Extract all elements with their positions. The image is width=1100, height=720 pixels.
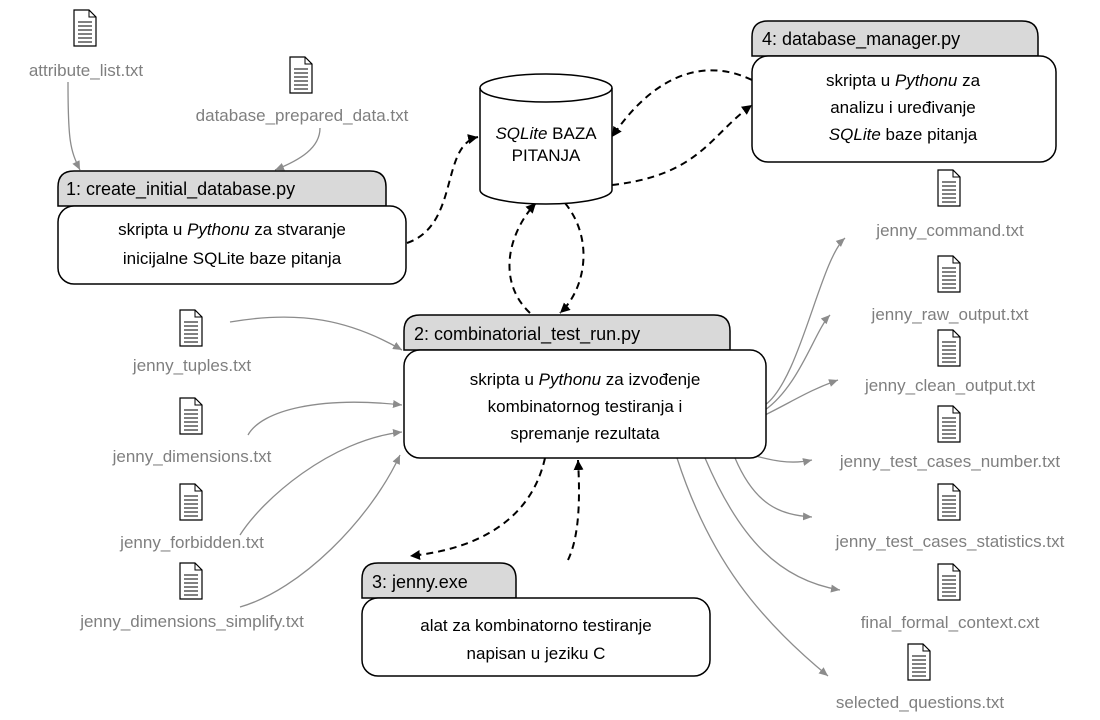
file-jenny-dimensions-simplify: jenny_dimensions_simplify.txt xyxy=(79,562,304,631)
combinatorial-test-run-desc-line2: kombinatornog testiranja i xyxy=(488,397,683,416)
document-icon xyxy=(179,309,203,347)
file-jenny-command: jenny_command.txt xyxy=(875,169,1024,240)
create-initial-database-box: 1: create_initial_database.py skripta u … xyxy=(57,170,407,285)
file-jenny-test-cases-number: jenny_test_cases_number.txt xyxy=(839,405,1060,471)
file-attribute-list: attribute_list.txt xyxy=(29,9,144,80)
combinatorial-test-run-box: 2: combinatorial_test_run.py skripta u P… xyxy=(403,314,767,459)
database-label-line2: PITANJA xyxy=(512,146,581,165)
document-icon xyxy=(179,562,203,600)
database-label-line1: SQLite BAZA xyxy=(495,124,597,143)
document-icon xyxy=(937,563,961,601)
file-label: selected_questions.txt xyxy=(836,693,1004,712)
document-icon xyxy=(937,169,961,207)
jenny-exe-box: 3: jenny.exe alat za kombinatorno testir… xyxy=(361,562,711,677)
file-selected-questions: selected_questions.txt xyxy=(836,643,1004,712)
combinatorial-test-run-title: 2: combinatorial_test_run.py xyxy=(414,324,640,345)
file-label: jenny_forbidden.txt xyxy=(119,533,264,552)
document-icon xyxy=(937,255,961,293)
file-label: database_prepared_data.txt xyxy=(196,106,409,125)
file-label: jenny_test_cases_statistics.txt xyxy=(835,532,1065,551)
jenny-exe-title: 3: jenny.exe xyxy=(372,572,468,592)
database-manager-title: 4: database_manager.py xyxy=(762,29,960,50)
document-icon xyxy=(907,643,931,681)
combinatorial-test-run-desc-line3: spremanje rezultata xyxy=(510,424,660,443)
document-icon xyxy=(937,483,961,521)
file-jenny-clean-output: jenny_clean_output.txt xyxy=(864,329,1035,395)
file-label: final_formal_context.cxt xyxy=(861,613,1040,632)
file-label: jenny_dimensions_simplify.txt xyxy=(79,612,304,631)
file-database-prepared-data: database_prepared_data.txt xyxy=(196,56,409,125)
combinatorial-test-run-desc-line1: skripta u Pythonu za izvođenje xyxy=(470,370,701,389)
jenny-exe-desc-line1: alat za kombinatorno testiranje xyxy=(420,616,652,635)
document-icon xyxy=(179,397,203,435)
file-label: jenny_raw_output.txt xyxy=(871,305,1029,324)
file-jenny-raw-output: jenny_raw_output.txt xyxy=(871,255,1029,324)
file-label: jenny_dimensions.txt xyxy=(112,447,272,466)
file-label: jenny_command.txt xyxy=(875,221,1024,240)
file-label: jenny_tuples.txt xyxy=(132,356,251,375)
file-flow-arrows xyxy=(67,81,846,677)
file-jenny-tuples: jenny_tuples.txt xyxy=(132,309,251,375)
sqlite-database: SQLite BAZA PITANJA xyxy=(479,73,613,205)
create-initial-database-desc-line1: skripta u Pythonu za stvaranje xyxy=(118,220,346,239)
file-label: jenny_test_cases_number.txt xyxy=(839,452,1060,471)
file-label: jenny_clean_output.txt xyxy=(864,376,1035,395)
document-icon xyxy=(289,56,313,94)
document-icon xyxy=(73,9,97,47)
file-jenny-dimensions: jenny_dimensions.txt xyxy=(112,397,272,466)
database-interaction-arrows xyxy=(406,69,753,561)
file-final-formal-context: final_formal_context.cxt xyxy=(861,563,1040,632)
database-cylinder-icon xyxy=(479,73,613,205)
create-initial-database-desc-line2: inicijalne SQLite baze pitanja xyxy=(123,249,342,268)
document-icon xyxy=(937,329,961,367)
file-jenny-forbidden: jenny_forbidden.txt xyxy=(119,483,264,552)
jenny-exe-desc-line2: napisan u jeziku C xyxy=(467,644,606,663)
create-initial-database-title: 1: create_initial_database.py xyxy=(66,179,295,200)
database-manager-desc-line2: analizu i uređivanje xyxy=(830,98,976,117)
file-label: attribute_list.txt xyxy=(29,61,144,80)
document-icon xyxy=(937,405,961,443)
database-manager-desc-line1: skripta u Pythonu za xyxy=(826,71,981,90)
database-manager-box: 4: database_manager.py skripta u Pythonu… xyxy=(751,20,1057,163)
document-icon xyxy=(179,483,203,521)
file-jenny-test-cases-statistics: jenny_test_cases_statistics.txt xyxy=(835,483,1065,551)
database-manager-desc-line3: SQLite baze pitanja xyxy=(829,125,978,144)
